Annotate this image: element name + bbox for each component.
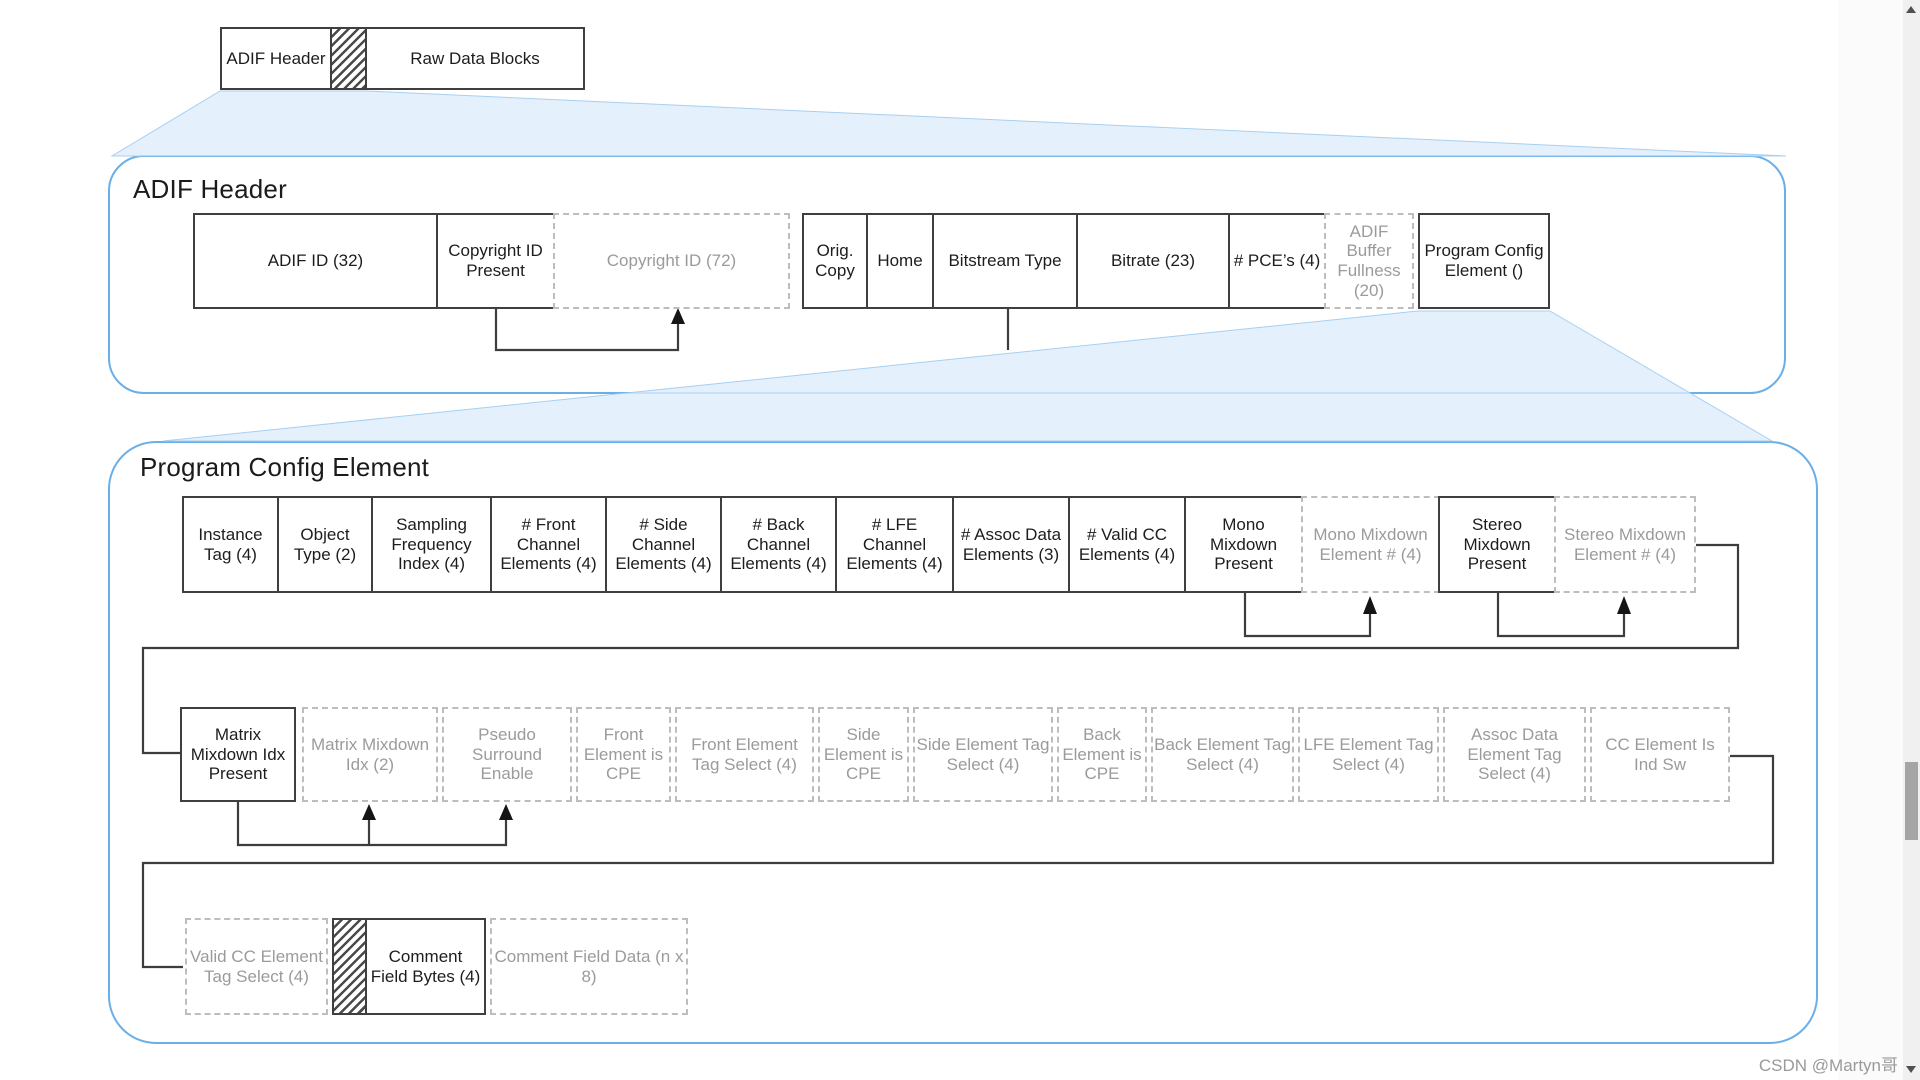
box-assoc-data-elements: # Assoc Data Elements (3) [952,496,1070,593]
top-cell-adif-header: ADIF Header [220,27,332,90]
box-comment-field-bytes: Comment Field Bytes (4) [365,918,486,1015]
box-comment-hatch [332,918,367,1015]
watermark: CSDN @Martyn哥 [1758,1056,1898,1075]
box-matrix-mixdown-idx-present: Matrix Mixdown Idx Present [180,707,296,802]
box-valid-cc-element-tag-select: Valid CC Element Tag Select (4) [185,918,328,1015]
box-back-element-tag-select: Back Element Tag Select (4) [1151,707,1294,802]
box-comment-field-data: Comment Field Data (n x 8) [490,918,688,1015]
expansion-trapezoid-top [110,90,1787,157]
pce-title: Program Config Element [140,452,430,482]
box-adif-buffer-fullness: ADIF Buffer Fullness (20) [1324,213,1414,309]
box-copyright-id-present: Copyright ID Present [436,213,555,309]
scrollbar-track[interactable] [1903,0,1920,1080]
box-side-element-tag-select: Side Element Tag Select (4) [913,707,1053,802]
box-instance-tag: Instance Tag (4) [182,496,279,593]
box-back-channel-elements: # Back Channel Elements (4) [720,496,837,593]
box-stereo-mixdown-element: Stereo Mixdown Element # (4) [1554,496,1696,593]
box-front-element-is-cpe: Front Element is CPE [576,707,671,802]
adif-header-title: ADIF Header [133,174,287,204]
box-front-element-tag-select: Front Element Tag Select (4) [675,707,814,802]
box-object-type: Object Type (2) [277,496,373,593]
box-mono-mixdown-present: Mono Mixdown Present [1184,496,1303,593]
box-cc-element-is-ind-sw: CC Element Is Ind Sw [1590,707,1730,802]
box-home: Home [866,213,934,309]
box-adif-id: ADIF ID (32) [193,213,438,309]
box-assoc-data-element-tag-select: Assoc Data Element Tag Select (4) [1443,707,1586,802]
page-gutter [1838,0,1903,1080]
box-matrix-mixdown-idx: Matrix Mixdown Idx (2) [302,707,438,802]
box-program-config-element: Program Config Element () [1418,213,1550,309]
box-stereo-mixdown-present: Stereo Mixdown Present [1438,496,1556,593]
box-bitstream-type: Bitstream Type [932,213,1078,309]
box-side-channel-elements: # Side Channel Elements (4) [605,496,722,593]
box-valid-cc-elements: # Valid CC Elements (4) [1068,496,1186,593]
box-num-pces: # PCE’s (4) [1228,213,1326,309]
box-mono-mixdown-element: Mono Mixdown Element # (4) [1301,496,1440,593]
top-cell-hatch [330,27,367,90]
box-orig-copy: Orig. Copy [802,213,868,309]
box-lfe-element-tag-select: LFE Element Tag Select (4) [1298,707,1439,802]
scrollbar-down-icon[interactable] [1906,1066,1916,1073]
box-pseudo-surround-enable: Pseudo Surround Enable [442,707,572,802]
scrollbar-thumb[interactable] [1905,762,1918,840]
box-bitrate: Bitrate (23) [1076,213,1230,309]
top-cell-raw-data-blocks: Raw Data Blocks [365,27,585,90]
scrollbar-up-icon[interactable] [1906,6,1916,13]
box-copyright-id: Copyright ID (72) [553,213,790,309]
box-back-element-is-cpe: Back Element is CPE [1057,707,1147,802]
box-front-channel-elements: # Front Channel Elements (4) [490,496,607,593]
box-sampling-frequency-index: Sampling Frequency Index (4) [371,496,492,593]
box-lfe-channel-elements: # LFE Channel Elements (4) [835,496,954,593]
box-side-element-is-cpe: Side Element is CPE [818,707,909,802]
